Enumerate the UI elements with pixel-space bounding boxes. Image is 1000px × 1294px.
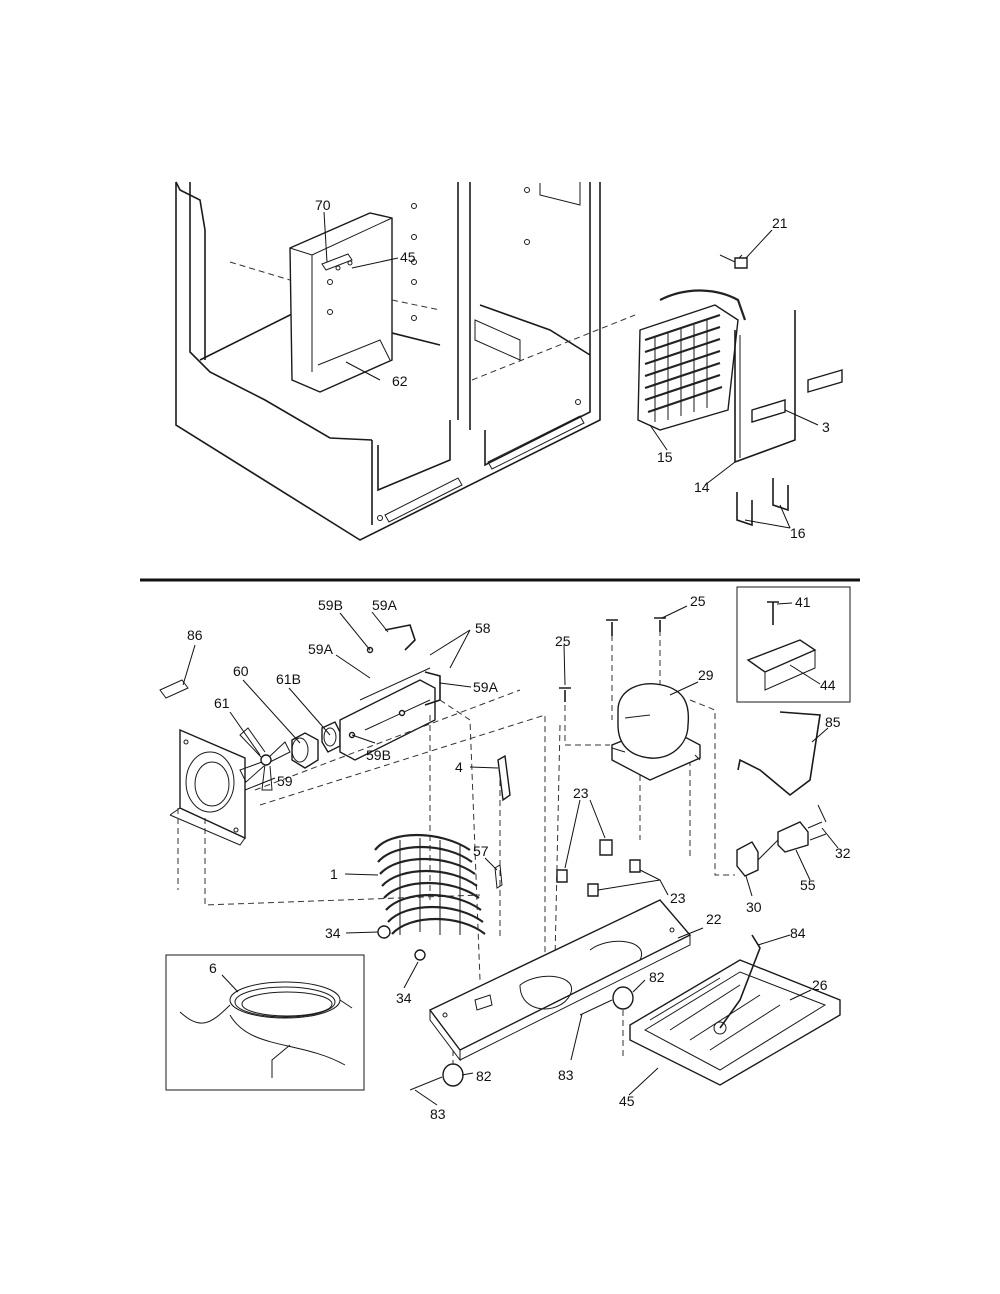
- callout-14: 14: [694, 479, 710, 495]
- callout-60: 60: [233, 663, 249, 679]
- callout-29: 29: [698, 667, 714, 683]
- clip-illustration: [494, 864, 503, 889]
- hardware-inset-illustration: [736, 586, 851, 703]
- callout-30: 30: [746, 899, 762, 915]
- base-plate-illustration: [428, 899, 692, 1062]
- callout-83-right: 83: [558, 1067, 574, 1083]
- callout-26: 26: [812, 977, 828, 993]
- callout-41: 41: [795, 594, 811, 610]
- compressor-illustration: [611, 683, 701, 781]
- grommet-34-b: [414, 949, 426, 961]
- callout-labels: 70 45 62 21 3 15 14 16 86 59B 59A 58 59A…: [187, 197, 851, 1122]
- callout-25-right: 25: [690, 593, 706, 609]
- drier-illustration: [497, 754, 511, 802]
- condenser-coil-illustration: [637, 254, 748, 431]
- callout-57: 57: [473, 843, 489, 859]
- callout-23-bottom: 23: [670, 890, 686, 906]
- callout-22: 22: [706, 911, 722, 927]
- callout-59B-bottom: 59B: [366, 747, 391, 763]
- callout-4: 4: [455, 759, 463, 775]
- grommets-illustration: [556, 839, 641, 897]
- callout-59A-right: 59A: [473, 679, 499, 695]
- cabinet-illustration: [175, 181, 601, 541]
- callout-34-right: 34: [396, 990, 412, 1006]
- callout-3: 3: [822, 419, 830, 435]
- callout-6: 6: [209, 960, 217, 976]
- callout-82-left: 82: [476, 1068, 492, 1084]
- callout-58: 58: [475, 620, 491, 636]
- callout-86: 86: [187, 627, 203, 643]
- callout-59A-mid: 59A: [308, 641, 334, 657]
- grommet-34-a: [377, 925, 391, 939]
- wiring-harness-inset-illustration: [165, 954, 365, 1091]
- relay-overload-illustration: [736, 804, 827, 877]
- callout-84: 84: [790, 925, 806, 941]
- leader-lines: [182, 211, 839, 1106]
- evaporator-coil-illustration: [374, 834, 486, 935]
- drain-tube-illustration: [737, 711, 821, 797]
- callout-32: 32: [835, 845, 851, 861]
- callout-59B-top: 59B: [318, 597, 343, 613]
- callout-23-top: 23: [573, 785, 589, 801]
- callout-15: 15: [657, 449, 673, 465]
- callout-25-left: 25: [555, 633, 571, 649]
- drain-pan-illustration: [629, 934, 841, 1086]
- callout-45-bottom: 45: [619, 1093, 635, 1109]
- callout-59: 59: [277, 773, 293, 789]
- callout-44: 44: [820, 677, 836, 693]
- fan-shroud-illustration: [169, 728, 246, 846]
- tube-assembly-illustration: [339, 624, 441, 761]
- callout-55: 55: [800, 877, 816, 893]
- callout-21: 21: [772, 215, 788, 231]
- ice-bin-illustration: [289, 212, 393, 393]
- callout-82-right: 82: [649, 969, 665, 985]
- feet-illustration: [409, 986, 634, 1091]
- callout-61B: 61B: [276, 671, 301, 687]
- callout-62: 62: [392, 373, 408, 389]
- callout-59A-top: 59A: [372, 597, 398, 613]
- callout-1: 1: [330, 866, 338, 882]
- callout-34-left: 34: [325, 925, 341, 941]
- callout-45-top: 45: [400, 249, 416, 265]
- callout-85: 85: [825, 714, 841, 730]
- callout-70: 70: [315, 197, 331, 213]
- callout-61: 61: [214, 695, 230, 711]
- condenser-bracket-illustration: [734, 310, 843, 527]
- callout-16: 16: [790, 525, 806, 541]
- screws-illustration: [559, 617, 666, 702]
- callout-83-left: 83: [430, 1106, 446, 1122]
